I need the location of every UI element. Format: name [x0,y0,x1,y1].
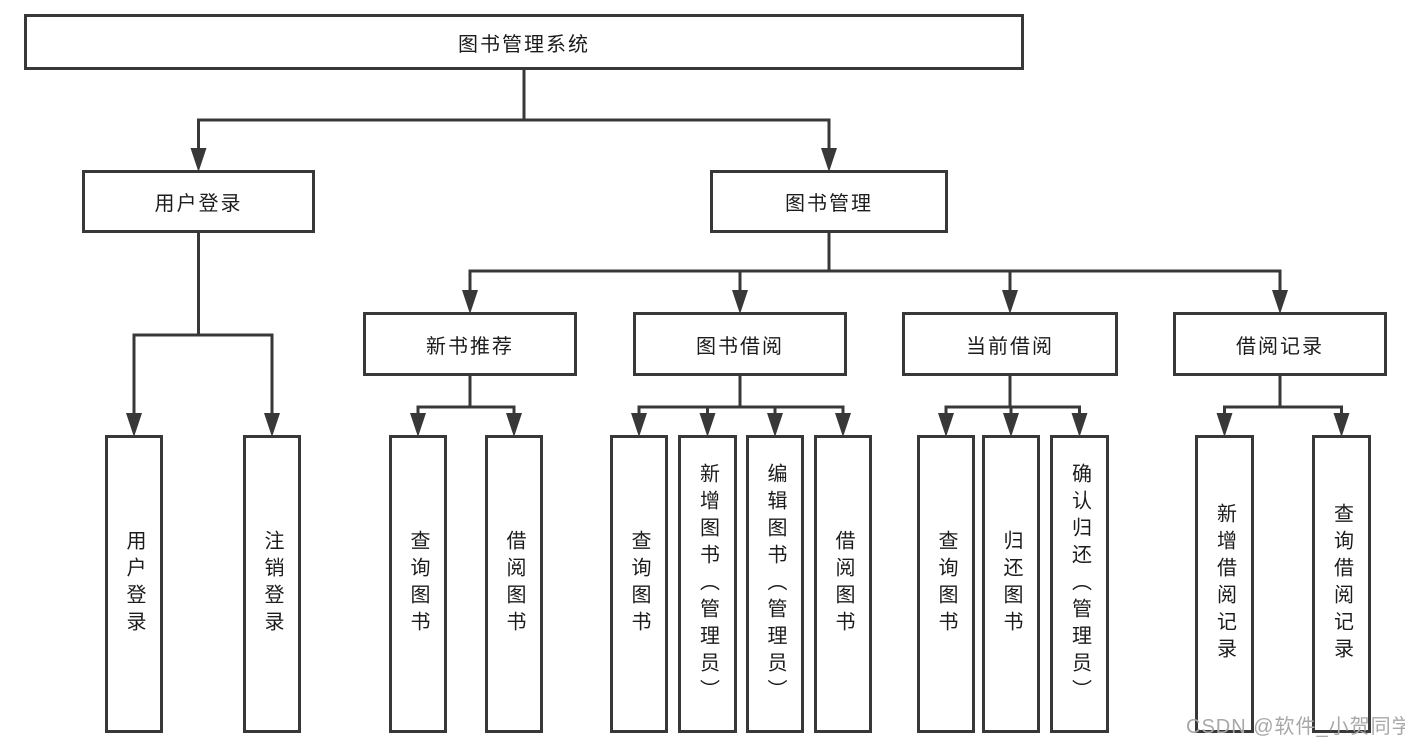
node-label-borrow-borrow: 借阅图书 [832,530,854,638]
arrow-down-icon [821,148,837,172]
arrow-down-icon [1071,413,1088,437]
node-borrow-query: 查询图书 [610,435,668,733]
node-label-borrow-add: 新增图书（管理员） [696,462,719,706]
connector-newbook [410,375,522,437]
node-label-newbook-borrow: 借阅图书 [503,530,525,638]
arrow-down-icon [264,413,280,437]
arrow-down-icon [1002,290,1018,314]
arrow-down-icon [1003,413,1019,437]
node-records-add: 新增借阅记录 [1195,435,1254,733]
node-label-login-user: 用户登录 [123,530,145,638]
arrow-down-icon [1216,413,1233,437]
connector-root [190,69,837,172]
node-borrow: 图书借阅 [633,312,847,376]
arrow-down-icon [767,413,783,437]
node-label-current: 当前借阅 [966,335,1054,358]
arrow-down-icon [1333,413,1350,437]
arrow-down-icon [631,413,647,437]
arrow-down-icon [1272,290,1288,314]
arrow-down-icon [190,148,207,172]
connector-borrow [631,375,851,437]
arrow-down-icon [938,413,954,437]
node-label-root: 图书管理系统 [458,33,590,56]
arrow-down-icon [462,290,478,314]
node-label-records-add: 新增借阅记录 [1213,503,1236,665]
node-current: 当前借阅 [902,312,1118,376]
node-label-records-query: 查询借阅记录 [1330,503,1353,665]
node-current-query: 查询图书 [917,435,975,733]
node-label-current-query: 查询图书 [935,530,957,638]
node-current-return: 归还图书 [982,435,1040,733]
node-login-user: 用户登录 [105,435,163,733]
arrow-down-icon [506,413,522,437]
arrow-down-icon [699,413,716,437]
arrow-down-icon [732,290,748,314]
connector-current [938,375,1088,437]
node-label-login-logout: 注销登录 [261,530,283,638]
node-label-newbook-query: 查询图书 [407,530,429,638]
node-label-newbook: 新书推荐 [426,335,514,358]
node-label-borrow-query: 查询图书 [628,530,650,638]
node-borrow-add: 新增图书（管理员） [678,435,737,733]
node-label-current-return: 归还图书 [1000,530,1022,638]
node-root: 图书管理系统 [24,14,1024,70]
node-label-login: 用户登录 [154,193,243,215]
watermark: CSDN @软件_小贺同学 [1186,716,1405,738]
node-label-borrow-edit: 编辑图书（管理员） [764,462,786,706]
connector-bookmgmt [462,232,1288,314]
node-newbook: 新书推荐 [363,312,577,376]
node-login: 用户登录 [82,170,315,233]
node-label-records: 借阅记录 [1236,335,1324,358]
arrow-down-icon [126,413,142,437]
node-records: 借阅记录 [1173,312,1387,376]
node-label-current-confirm: 确认归还（管理员） [1068,462,1091,706]
connector-records [1216,375,1350,437]
node-newbook-query: 查询图书 [389,435,447,733]
node-bookmgmt: 图书管理 [710,170,948,233]
node-records-query: 查询借阅记录 [1312,435,1371,733]
node-borrow-borrow: 借阅图书 [814,435,872,733]
node-newbook-borrow: 借阅图书 [485,435,543,733]
node-borrow-edit: 编辑图书（管理员） [746,435,804,733]
connector-login [126,232,280,437]
node-login-logout: 注销登录 [243,435,301,733]
node-current-confirm: 确认归还（管理员） [1050,435,1109,733]
arrow-down-icon [410,413,426,437]
node-label-borrow: 图书借阅 [696,335,784,358]
arrow-down-icon [835,413,851,437]
node-label-bookmgmt: 图书管理 [785,193,873,215]
